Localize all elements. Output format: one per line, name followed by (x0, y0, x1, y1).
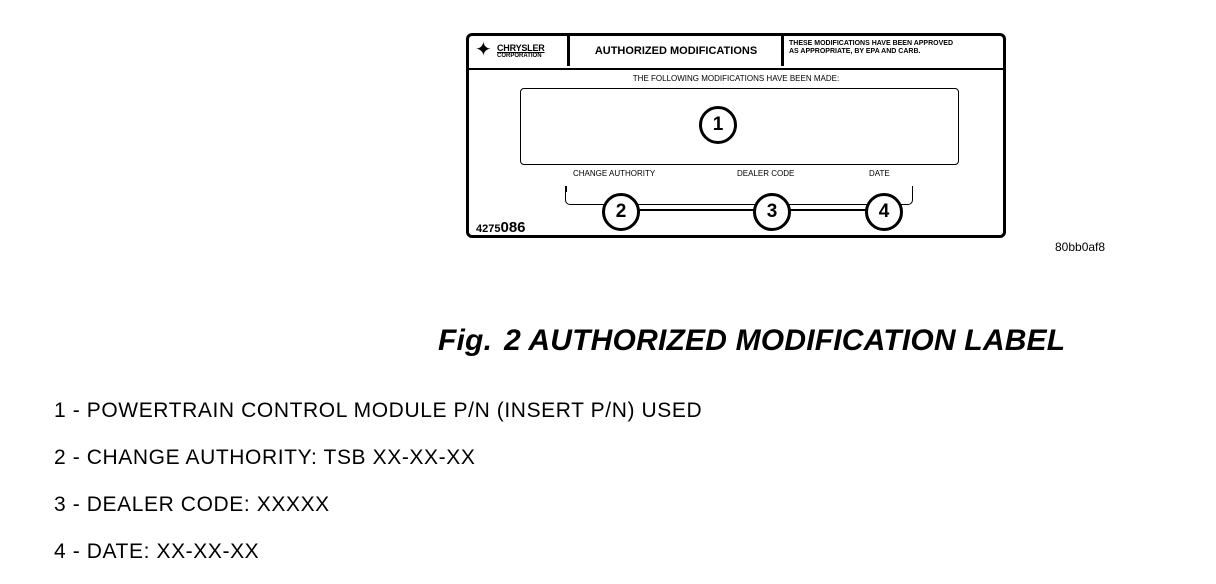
brand-name: CHRYSLER (497, 43, 545, 53)
brand-logo: ✦ CHRYSLER CORPORATION (475, 39, 565, 62)
modifications-box (520, 88, 959, 165)
legend-item: 4 - DATE: XX-XX-XX (54, 540, 260, 563)
label-header: ✦ CHRYSLER CORPORATION AUTHORIZED MODIFI… (469, 36, 1003, 70)
approval-note-line: THESE MODIFICATIONS HAVE BEEN APPROVED (789, 40, 953, 47)
legend-item: 1 - POWERTRAIN CONTROL MODULE P/N (INSER… (54, 399, 703, 422)
modifications-made-text: THE FOLLOWING MODIFICATIONS HAVE BEEN MA… (632, 74, 840, 83)
part-number-suffix: 086 (500, 219, 526, 236)
approval-note-line: AS APPROPRIATE, BY EPA AND CARB. (789, 48, 921, 55)
legend-item: 3 - DEALER CODE: XXXXX (54, 493, 330, 516)
modification-label-illustration: ✦ CHRYSLER CORPORATION AUTHORIZED MODIFI… (466, 33, 1006, 238)
approval-note: THESE MODIFICATIONS HAVE BEEN APPROVED A… (789, 40, 999, 56)
legend-list: 1 - POWERTRAIN CONTROL MODULE P/N (INSER… (54, 396, 702, 584)
figure-caption-fig: Fig. (438, 324, 493, 357)
callout-1: 1 (699, 106, 737, 144)
part-number-prefix: 4275 (476, 223, 501, 235)
callout-4: 4 (865, 193, 903, 231)
callout-3: 3 (753, 193, 791, 231)
legend-item: 2 - CHANGE AUTHORITY: TSB XX-XX-XX (54, 446, 476, 469)
figure-caption-text: 2 AUTHORIZED MODIFICATION LABEL (504, 324, 1066, 357)
brand-sub: CORPORATION (497, 53, 542, 59)
label-part-number: 4275086 (476, 219, 526, 236)
field-label-change-authority: CHANGE AUTHORITY (573, 169, 656, 178)
fields-bracket (565, 186, 913, 205)
label-title: AUTHORIZED MODIFICATIONS (594, 45, 758, 57)
pentastar-icon: ✦ (475, 39, 492, 61)
image-id: 80bb0af8 (1055, 240, 1106, 254)
callout-2: 2 (602, 193, 640, 231)
field-label-dealer-code: DEALER CODE (737, 169, 795, 178)
figure-caption: Fig. 2 AUTHORIZED MODIFICATION LABEL (438, 324, 1065, 358)
field-label-date: DATE (869, 169, 890, 178)
header-divider (781, 36, 784, 66)
header-divider (567, 36, 570, 66)
